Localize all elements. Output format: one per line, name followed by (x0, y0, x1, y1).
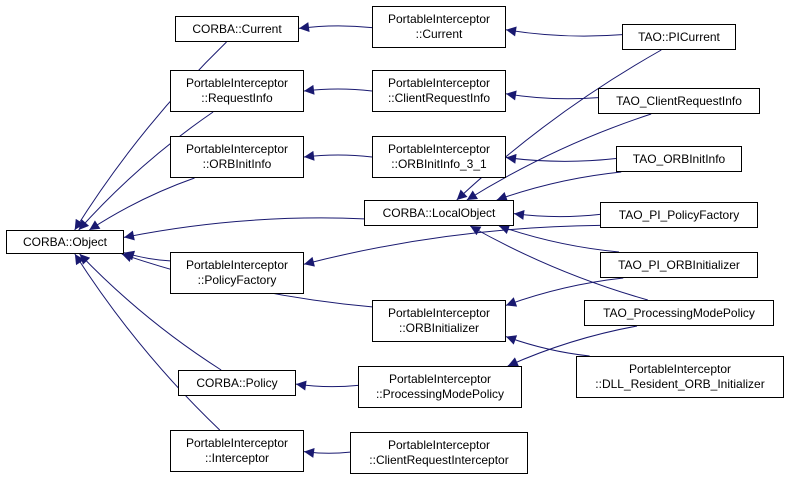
node-label-line: ::Current (415, 27, 463, 41)
edge-tao_pi_policyfactory-to-pi_policyfactory (303, 224, 601, 267)
node-pi-interceptor[interactable]: PortableInterceptor::Interceptor (170, 430, 304, 472)
node-label-line: PortableInterceptor (387, 76, 491, 90)
node-label-line: TAO_PI_ORBInitializer (618, 257, 740, 272)
edge-tao_pi_orbinitializer-to-pi_orbinitializer (505, 277, 624, 307)
node-corba-policy[interactable]: CORBA::Policy (178, 370, 296, 396)
node-label-line: ::ORBInitializer (398, 321, 480, 335)
node-pi-orbinitializer[interactable]: PortableInterceptor::ORBInitializer (372, 300, 506, 342)
node-label-line: ::DLL_Resident_ORB_Initializer (595, 377, 765, 391)
node-pi-processingmodepolicy[interactable]: PortableInterceptor::ProcessingModePolic… (358, 366, 522, 408)
edge-pi_requestinfo-to-corba_object (78, 111, 214, 231)
node-label-line: ::ProcessingModePolicy (375, 387, 505, 401)
node-pi-orbinitinfo[interactable]: PortableInterceptor::ORBInitInfo (170, 136, 304, 178)
edge-corba_localobject-to-corba_object (123, 217, 365, 241)
node-label-line: PortableInterceptor (185, 258, 289, 272)
node-label-line: ::RequestInfo (201, 91, 273, 105)
node-label-line: ::ClientRequestInterceptor (369, 453, 509, 467)
node-label-line: CORBA::Object (22, 234, 108, 249)
node-pi-orbinitinfo-3-1[interactable]: PortableInterceptor::ORBInitInfo_3_1 (372, 136, 506, 178)
node-pi-requestinfo[interactable]: PortableInterceptor::RequestInfo (170, 70, 304, 112)
node-label-line: TAO::PICurrent (638, 29, 720, 44)
edge-tao_picurrent-to-corba_localobject (456, 49, 662, 201)
node-pi-clientrequestinfo[interactable]: PortableInterceptor::ClientRequestInfo (372, 70, 506, 112)
node-label-line: PortableInterceptor (185, 142, 289, 156)
node-label-line: ::Interceptor (204, 451, 270, 465)
edge-corba_current-to-corba_object (74, 41, 227, 231)
edge-pi_orbinitinfo_3_1-to-pi_orbinitinfo (303, 150, 373, 161)
node-label-line: PortableInterceptor (387, 12, 491, 26)
node-pi-policyfactory[interactable]: PortableInterceptor::PolicyFactory (170, 252, 304, 294)
edge-pi_interceptor-to-corba_object (74, 253, 221, 431)
node-label-line: PortableInterceptor (387, 142, 491, 156)
node-label-line: CORBA::Policy (196, 375, 278, 390)
node-tao-pi-policyfactory[interactable]: TAO_PI_PolicyFactory (600, 202, 758, 228)
node-label-line: ::PolicyFactory (197, 273, 277, 287)
node-tao-pi-orbinitializer[interactable]: TAO_PI_ORBInitializer (600, 252, 758, 278)
node-label-line: TAO_ORBInitInfo (632, 151, 726, 166)
edge-pi_processingmodepolicy-to-corba_policy (295, 380, 359, 391)
node-tao-picurrent[interactable]: TAO::PICurrent (622, 24, 736, 50)
edge-tao_processingmodepolicy-to-corba_localobject (469, 225, 648, 301)
node-corba-object[interactable]: CORBA::Object (6, 230, 124, 254)
node-corba-current[interactable]: CORBA::Current (175, 16, 299, 42)
node-label-line: PortableInterceptor (185, 436, 289, 450)
node-tao-clientrequestinfo[interactable]: TAO_ClientRequestInfo (598, 88, 760, 114)
node-pi-dll-resident-orb-initializer[interactable]: PortableInterceptor::DLL_Resident_ORB_In… (576, 356, 784, 398)
node-label-line: PortableInterceptor (628, 362, 732, 376)
edge-tao_processingmodepolicy-to-pi_processingmodepolicy (507, 325, 638, 367)
node-pi-clientrequestinterceptor[interactable]: PortableInterceptor::ClientRequestInterc… (350, 432, 528, 474)
edge-tao_clientrequestinfo-to-pi_clientrequestinfo (505, 90, 599, 101)
edge-corba_policy-to-corba_object (79, 253, 222, 371)
node-label-line: ::ClientRequestInfo (387, 91, 491, 105)
edge-pi_orbinitinfo-to-corba_object (89, 177, 195, 231)
node-label-line: PortableInterceptor (185, 76, 289, 90)
node-label-line: CORBA::Current (192, 21, 282, 36)
node-corba-localobject[interactable]: CORBA::LocalObject (364, 200, 514, 226)
node-label-line: ::ORBInitInfo_3_1 (391, 157, 487, 171)
node-label-line: CORBA::LocalObject (382, 205, 496, 220)
node-tao-orbinitinfo[interactable]: TAO_ORBInitInfo (616, 146, 742, 172)
edge-pi_current-to-corba_current (298, 22, 373, 33)
edge-tao_pi_orbinitializer-to-corba_localobject (498, 224, 620, 253)
edge-tao_picurrent-to-pi_current (505, 26, 623, 37)
node-label-line: TAO_PI_PolicyFactory (618, 207, 740, 222)
edge-tao_pi_policyfactory-to-corba_localobject (513, 209, 601, 220)
edge-tao_clientrequestinfo-to-corba_localobject (466, 113, 652, 201)
node-label-line: TAO_ProcessingModePolicy (603, 305, 755, 320)
edge-tao_orbinitinfo-to-pi_orbinitinfo_3_1 (505, 153, 617, 164)
node-pi-current[interactable]: PortableInterceptor::Current (372, 6, 506, 48)
node-tao-processingmodepolicy[interactable]: TAO_ProcessingModePolicy (584, 300, 774, 326)
node-label-line: PortableInterceptor (387, 306, 491, 320)
edge-pi_clientrequestinfo-to-pi_requestinfo (303, 84, 373, 95)
node-label-line: ::ORBInitInfo (202, 157, 272, 171)
edge-pi_clientrequestinterceptor-to-pi_interceptor (303, 447, 351, 458)
edge-tao_orbinitinfo-to-corba_localobject (496, 171, 622, 202)
edge-pi_dll_resident_orb_initializer-to-pi_orbinitializer (505, 335, 590, 357)
node-label-line: PortableInterceptor (387, 438, 491, 452)
node-label-line: PortableInterceptor (388, 372, 492, 386)
node-label-line: TAO_ClientRequestInfo (616, 93, 742, 108)
